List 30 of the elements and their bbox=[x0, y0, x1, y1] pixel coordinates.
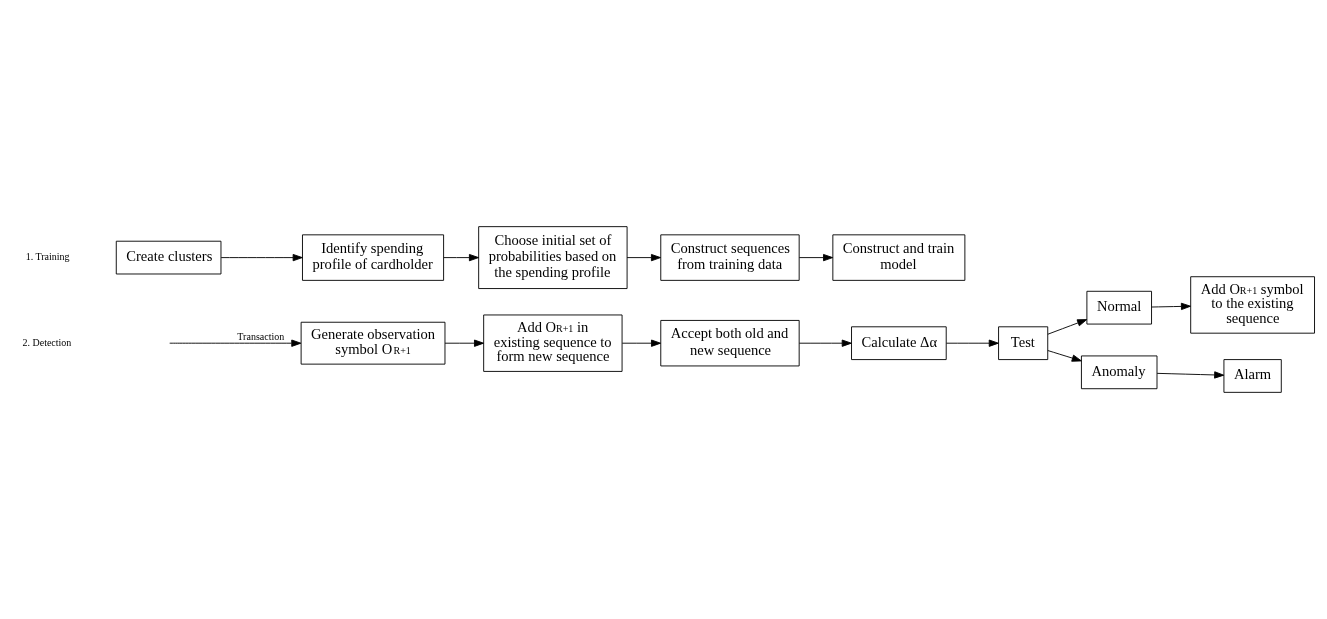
node-box: Generate observation symbol OR+1 bbox=[300, 321, 446, 365]
arrow bbox=[798, 253, 834, 262]
edge-label: Transaction bbox=[237, 331, 285, 343]
arrow bbox=[444, 339, 484, 347]
node-box: Construct sequences from training data bbox=[660, 234, 800, 281]
arrow bbox=[1156, 371, 1225, 379]
node-box: Test bbox=[998, 326, 1049, 361]
label: 2. Detection bbox=[22, 336, 72, 348]
node-box: Calculate Δα bbox=[851, 326, 947, 361]
node-box: Alarm bbox=[1223, 359, 1282, 393]
node-box: Add OR+1 in existing sequence to form new sequence bbox=[483, 314, 623, 372]
arrow bbox=[1151, 302, 1191, 311]
arrow bbox=[626, 253, 661, 262]
node-box: Choose initial set of probabilities based on the spending profile bbox=[478, 226, 628, 289]
arrow bbox=[798, 339, 852, 347]
node-box: Add OR+1 symbol to the existing sequence bbox=[1190, 276, 1315, 334]
arrow bbox=[169, 339, 302, 347]
node-box: Anomaly bbox=[1080, 355, 1158, 390]
node-box: Create clusters bbox=[115, 240, 222, 275]
node-box: Normal bbox=[1086, 290, 1152, 325]
node-box: Identify spending profile of cardholder bbox=[302, 234, 445, 281]
arrow bbox=[1047, 319, 1088, 335]
arrow bbox=[621, 339, 662, 347]
arrow bbox=[945, 339, 999, 347]
arrow bbox=[220, 253, 303, 262]
node-box: Construct and train model bbox=[832, 234, 966, 281]
arrow bbox=[443, 253, 479, 262]
arrow bbox=[1047, 350, 1082, 362]
node-box: Accept both old and new sequence bbox=[660, 319, 800, 367]
label: 1. Training bbox=[25, 251, 70, 263]
